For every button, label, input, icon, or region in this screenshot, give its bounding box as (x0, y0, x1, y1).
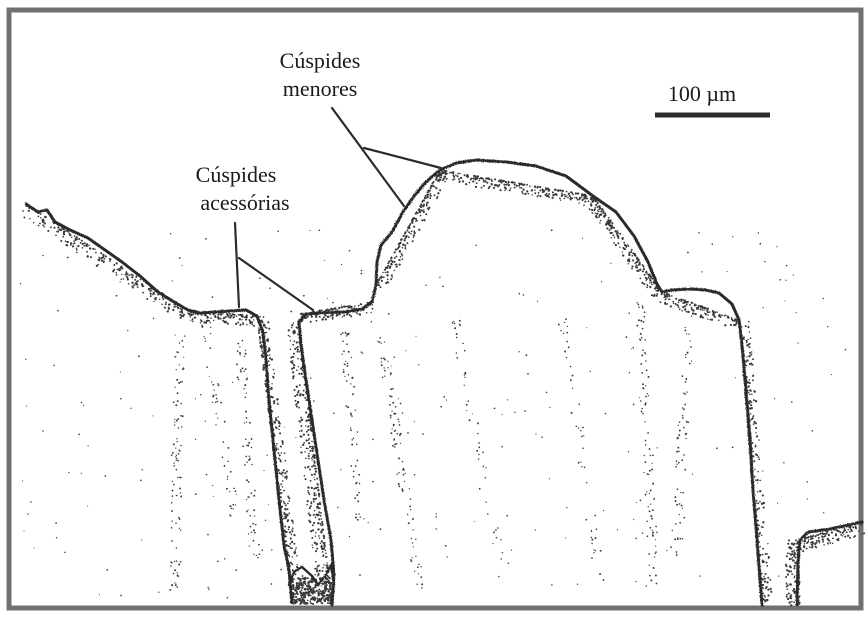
label-minor-cusps-line2: menores (283, 76, 358, 101)
label-accessory-cusps-line2: acessórias (200, 190, 289, 215)
label-accessory-cusps-line1: Cúspides (196, 162, 277, 187)
scale-bar-label: 100 µm (668, 81, 736, 106)
label-minor-cusps-line1: Cúspides (280, 48, 361, 73)
